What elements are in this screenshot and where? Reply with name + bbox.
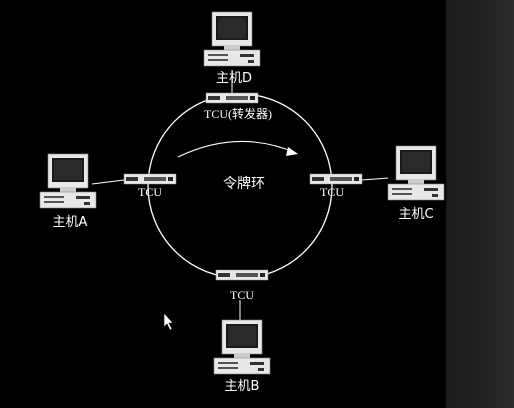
tcu-right-device-icon [309, 173, 363, 185]
link-left [91, 179, 125, 185]
host-c-label: 主机C [398, 207, 433, 222]
direction-arrow [177, 140, 297, 158]
tcu-bottom-device-icon [215, 269, 269, 281]
tcu-left-label: TCU [138, 185, 162, 199]
tcu-bottom-label: TCU [230, 288, 254, 302]
tcu-top-label: TCU(转发器) [204, 106, 272, 121]
host-d-label: 主机D [216, 71, 252, 86]
tcu-top-device-icon [205, 92, 259, 104]
arrow-head-icon [286, 147, 298, 156]
host-a-label: 主机A [53, 215, 88, 230]
host-b-label: 主机B [225, 379, 260, 394]
host-c-computer-icon [387, 145, 445, 201]
tcu-left-device-icon [123, 173, 177, 185]
mouse-pointer-icon [163, 312, 174, 331]
host-d-computer-icon [203, 11, 261, 67]
host-a-computer-icon [39, 153, 97, 209]
ring-label: 令牌环 [223, 175, 265, 192]
tcu-right-label: TCU [320, 185, 344, 199]
link-right [361, 177, 389, 181]
host-b-computer-icon [213, 319, 271, 375]
